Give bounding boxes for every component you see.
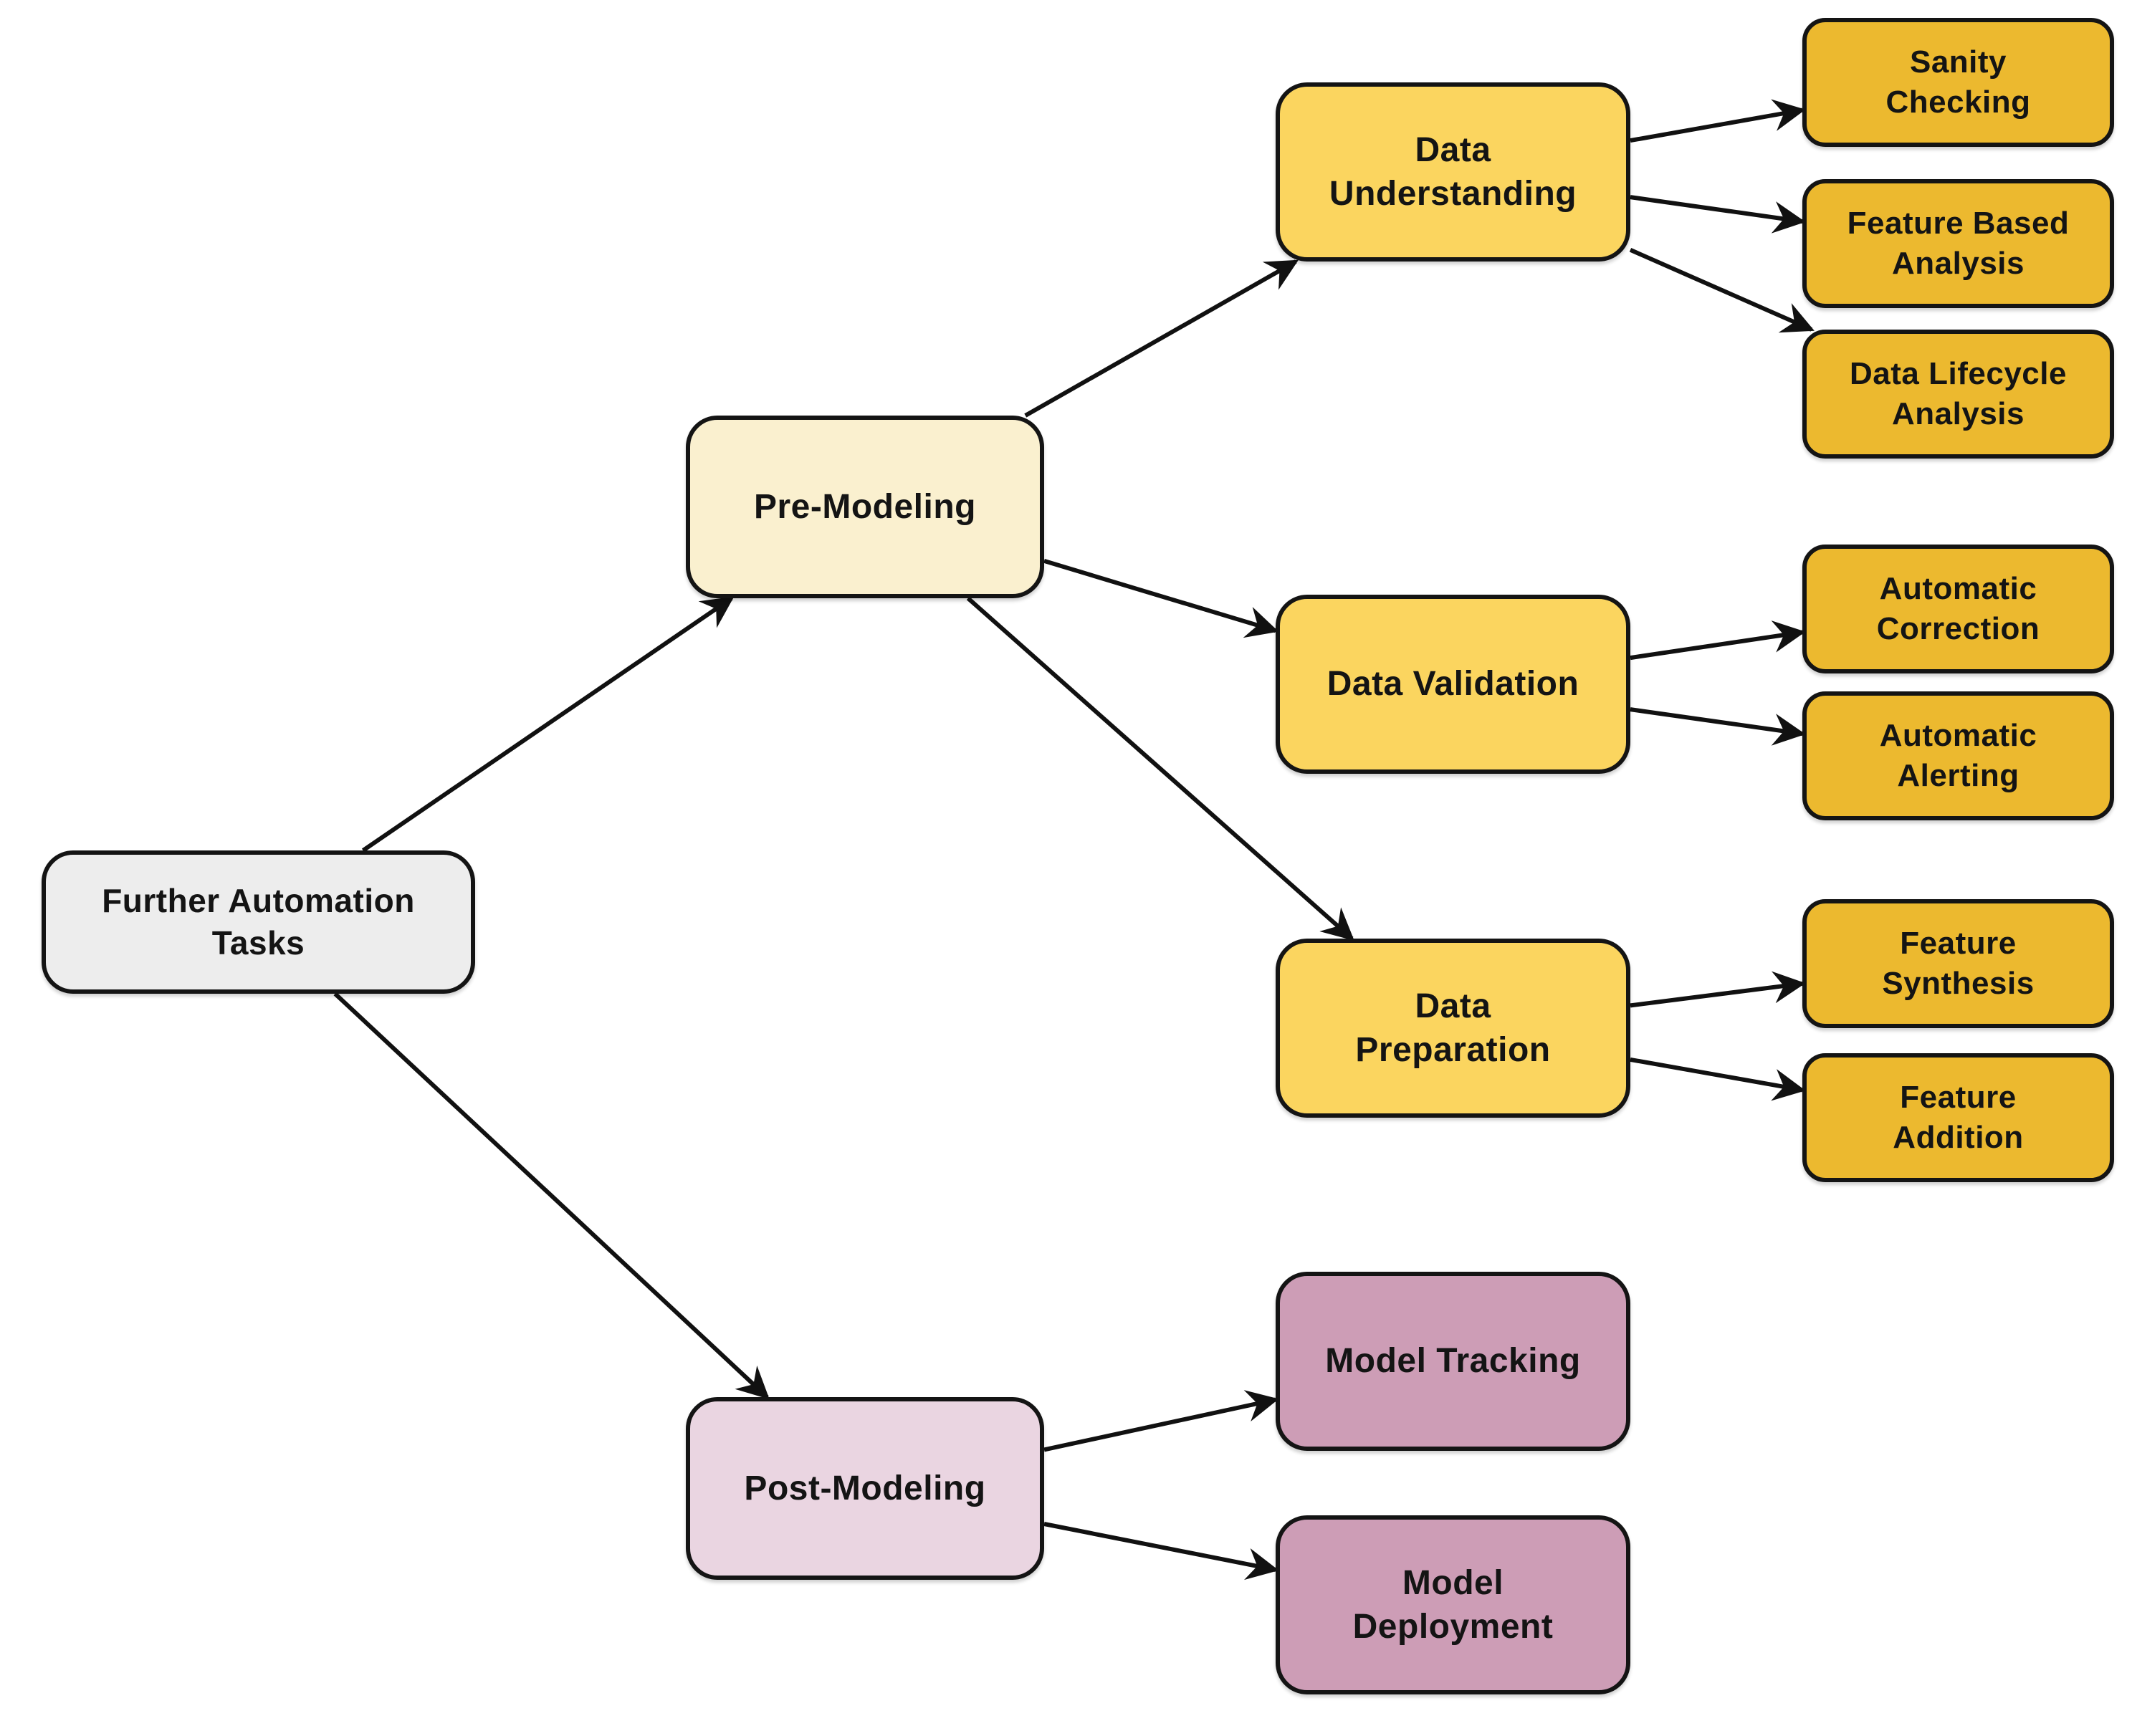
node-data-validation: Data Validation [1276,595,1630,774]
edge-data-understanding-to-data-lifecycle-analysis [1629,248,1815,333]
edge-data-understanding-to-feature-based-analysis [1630,195,1806,234]
edge-data-preparation-to-feature-addition [1630,1057,1806,1101]
edge-post-modeling-to-model-tracking [1043,1390,1279,1452]
edge-data-understanding-to-sanity-checking [1630,99,1806,143]
node-pre-modeling: Pre-Modeling [686,416,1044,598]
edge-data-validation-to-automatic-alerting [1630,707,1806,746]
edge-further-automation-tasks-to-pre-modeling [361,596,735,853]
edge-post-modeling-to-model-deployment [1043,1522,1279,1581]
node-model-tracking: Model Tracking [1276,1272,1630,1451]
edge-pre-modeling-to-data-understanding [1024,259,1299,418]
edge-data-validation-to-automatic-correction [1630,620,1806,661]
node-post-modeling: Post-Modeling [686,1397,1044,1580]
edge-pre-modeling-to-data-preparation [966,596,1354,941]
edge-further-automation-tasks-to-post-modeling [333,992,770,1400]
edge-pre-modeling-to-data-validation [1043,559,1279,638]
edge-data-preparation-to-feature-synthesis [1630,971,1806,1008]
